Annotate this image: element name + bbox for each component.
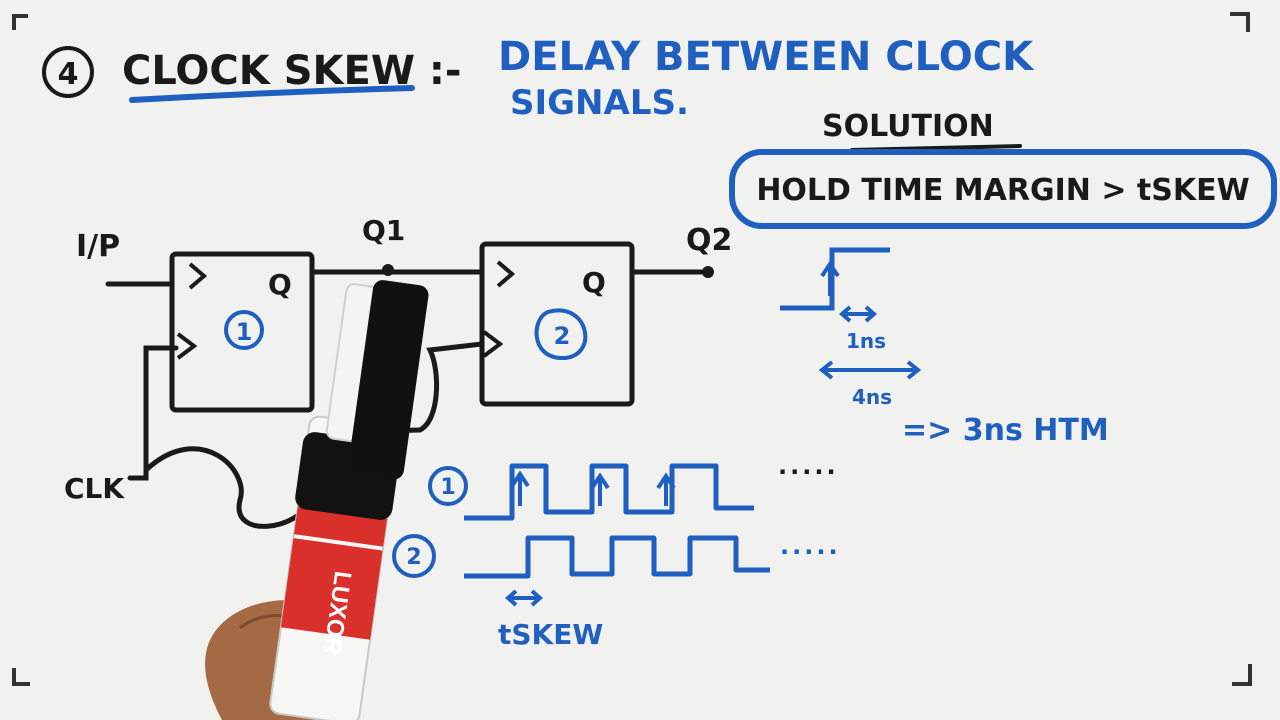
- heading-number-circle: [42, 46, 94, 98]
- q1-node: [382, 264, 394, 276]
- wave1-continuation: .....: [778, 452, 839, 480]
- margin-label: 4ns: [852, 385, 892, 409]
- heading-number: 4: [58, 57, 79, 92]
- wave2-label: 2: [406, 545, 421, 570]
- flip-flop-1: Q 1: [169, 251, 315, 413]
- ff1-clock-pin-triangle: [176, 332, 198, 360]
- timing-edge-arrow: [820, 260, 840, 296]
- ff1-number: 1: [236, 318, 253, 346]
- clock-waveform-2: [464, 535, 770, 579]
- hold-arrow: [838, 305, 878, 323]
- ff2-q-pin: Q: [582, 266, 606, 299]
- input-label: I/P: [76, 229, 120, 264]
- clock-waveform-1: [464, 463, 754, 521]
- ff1-q-pin: Q: [268, 268, 292, 301]
- skew-arrow: [504, 589, 544, 607]
- solution-rule: HOLD TIME MARGIN > tSKEW: [756, 173, 1249, 208]
- q2-label: Q2: [686, 223, 732, 258]
- q1-label: Q1: [362, 214, 405, 247]
- solution-rule-box: [729, 149, 1277, 229]
- marker-band-label: [280, 538, 383, 640]
- hold-label: 1ns: [846, 329, 886, 353]
- ff1-d-pin-triangle: [188, 262, 208, 290]
- board-corner-marks: [12, 12, 1252, 686]
- margin-arrow: [818, 360, 922, 380]
- skew-label: tSKEW: [498, 618, 603, 651]
- wave2-continuation: .....: [780, 532, 841, 560]
- wave1-edge-arrows: [510, 470, 676, 506]
- q2-node: [702, 266, 714, 278]
- ff2-d-pin-triangle: [496, 260, 516, 288]
- wave1-label-circle: [428, 466, 468, 506]
- hand-holding-marker: LUXOR: [205, 280, 429, 720]
- result-text: => 3ns HTM: [902, 413, 1109, 448]
- wave1-label: 1: [440, 475, 455, 500]
- ff2-number: 2: [554, 322, 571, 350]
- flip-flop-2: Q 2: [479, 241, 635, 407]
- timing-edge-sketch: [780, 247, 890, 311]
- marker-cap-clip: [348, 280, 429, 480]
- clock-label: CLK: [64, 472, 125, 505]
- definition-line-2: SIGNALS.: [510, 83, 689, 123]
- solution-label: SOLUTION: [822, 109, 994, 144]
- heading-underline: [129, 85, 415, 103]
- definition-line-1: DELAY BETWEEN CLOCK: [498, 34, 1035, 80]
- wave2-label-circle: [392, 534, 436, 578]
- ff2-clock-pin-triangle: [482, 330, 504, 358]
